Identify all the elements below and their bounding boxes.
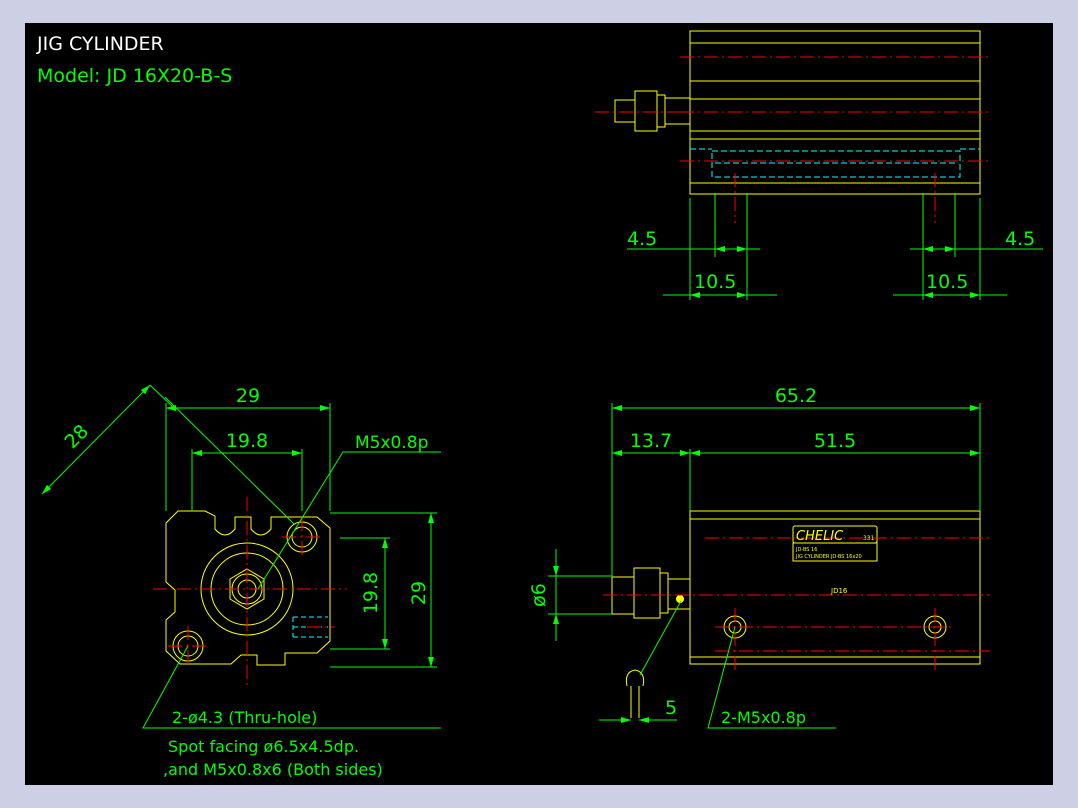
dim-29-vertical: 29: [408, 581, 430, 605]
dim-right-10-5: 10.5: [926, 271, 968, 293]
title-block: JIG CYLINDER Model: JD 16X20-B-S: [36, 33, 232, 87]
model-mark: JD16: [830, 587, 848, 595]
nameplate-line2: JIG CYLINDER JD-BS 16x20: [795, 554, 862, 560]
brand-suffix: 331: [863, 535, 875, 542]
dim-left-10-5: 10.5: [694, 271, 736, 293]
cad-drawing: JIG CYLINDER Model: JD 16X20-B-S: [36, 30, 1043, 779]
top-view: 4.5 4.5 10.5 10.5: [595, 30, 1043, 300]
dim-right-4-5: 4.5: [1005, 228, 1035, 250]
front-view: 28 29 19.8 M5x0.8p 19.8 29 2-ø4.3 (Thru-…: [41, 384, 441, 779]
cad-drawing-canvas: JIG CYLINDER Model: JD 16X20-B-S: [25, 23, 1053, 785]
dim-13-7: 13.7: [630, 430, 672, 452]
thread-callout: M5x0.8p: [355, 433, 428, 453]
port-dot: [676, 595, 684, 603]
hole-note-line3: ,and M5x0.8x6 (Both sides): [163, 760, 383, 779]
drawing-title: JIG CYLINDER: [36, 33, 164, 55]
brand-mark: CHELIC: [796, 529, 844, 544]
dim-19-8-vertical: 19.8: [360, 572, 382, 614]
dim-dia-6: ø6: [528, 583, 550, 607]
hole-note-line2: Spot facing ø6.5x4.5dp.: [168, 737, 359, 756]
dim-19-8-horizontal: 19.8: [226, 430, 268, 452]
dim-5: 5: [665, 697, 677, 719]
hole-note-line1: 2-ø4.3 (Thru-hole): [172, 708, 317, 727]
nameplate-line1: JD-BS 16: [795, 547, 817, 553]
model-number: Model: JD 16X20-B-S: [37, 65, 232, 87]
dim-65-2: 65.2: [775, 385, 817, 407]
dim-28: 28: [60, 420, 93, 453]
dim-51-5: 51.5: [814, 430, 856, 452]
dim-left-4-5: 4.5: [627, 228, 657, 250]
dim-29-horizontal: 29: [236, 385, 260, 407]
side-view: CHELIC 331 JD-BS 16 JIG CYLINDER JD-BS 1…: [528, 385, 990, 729]
port-callout: 2-M5x0.8p: [721, 708, 806, 727]
